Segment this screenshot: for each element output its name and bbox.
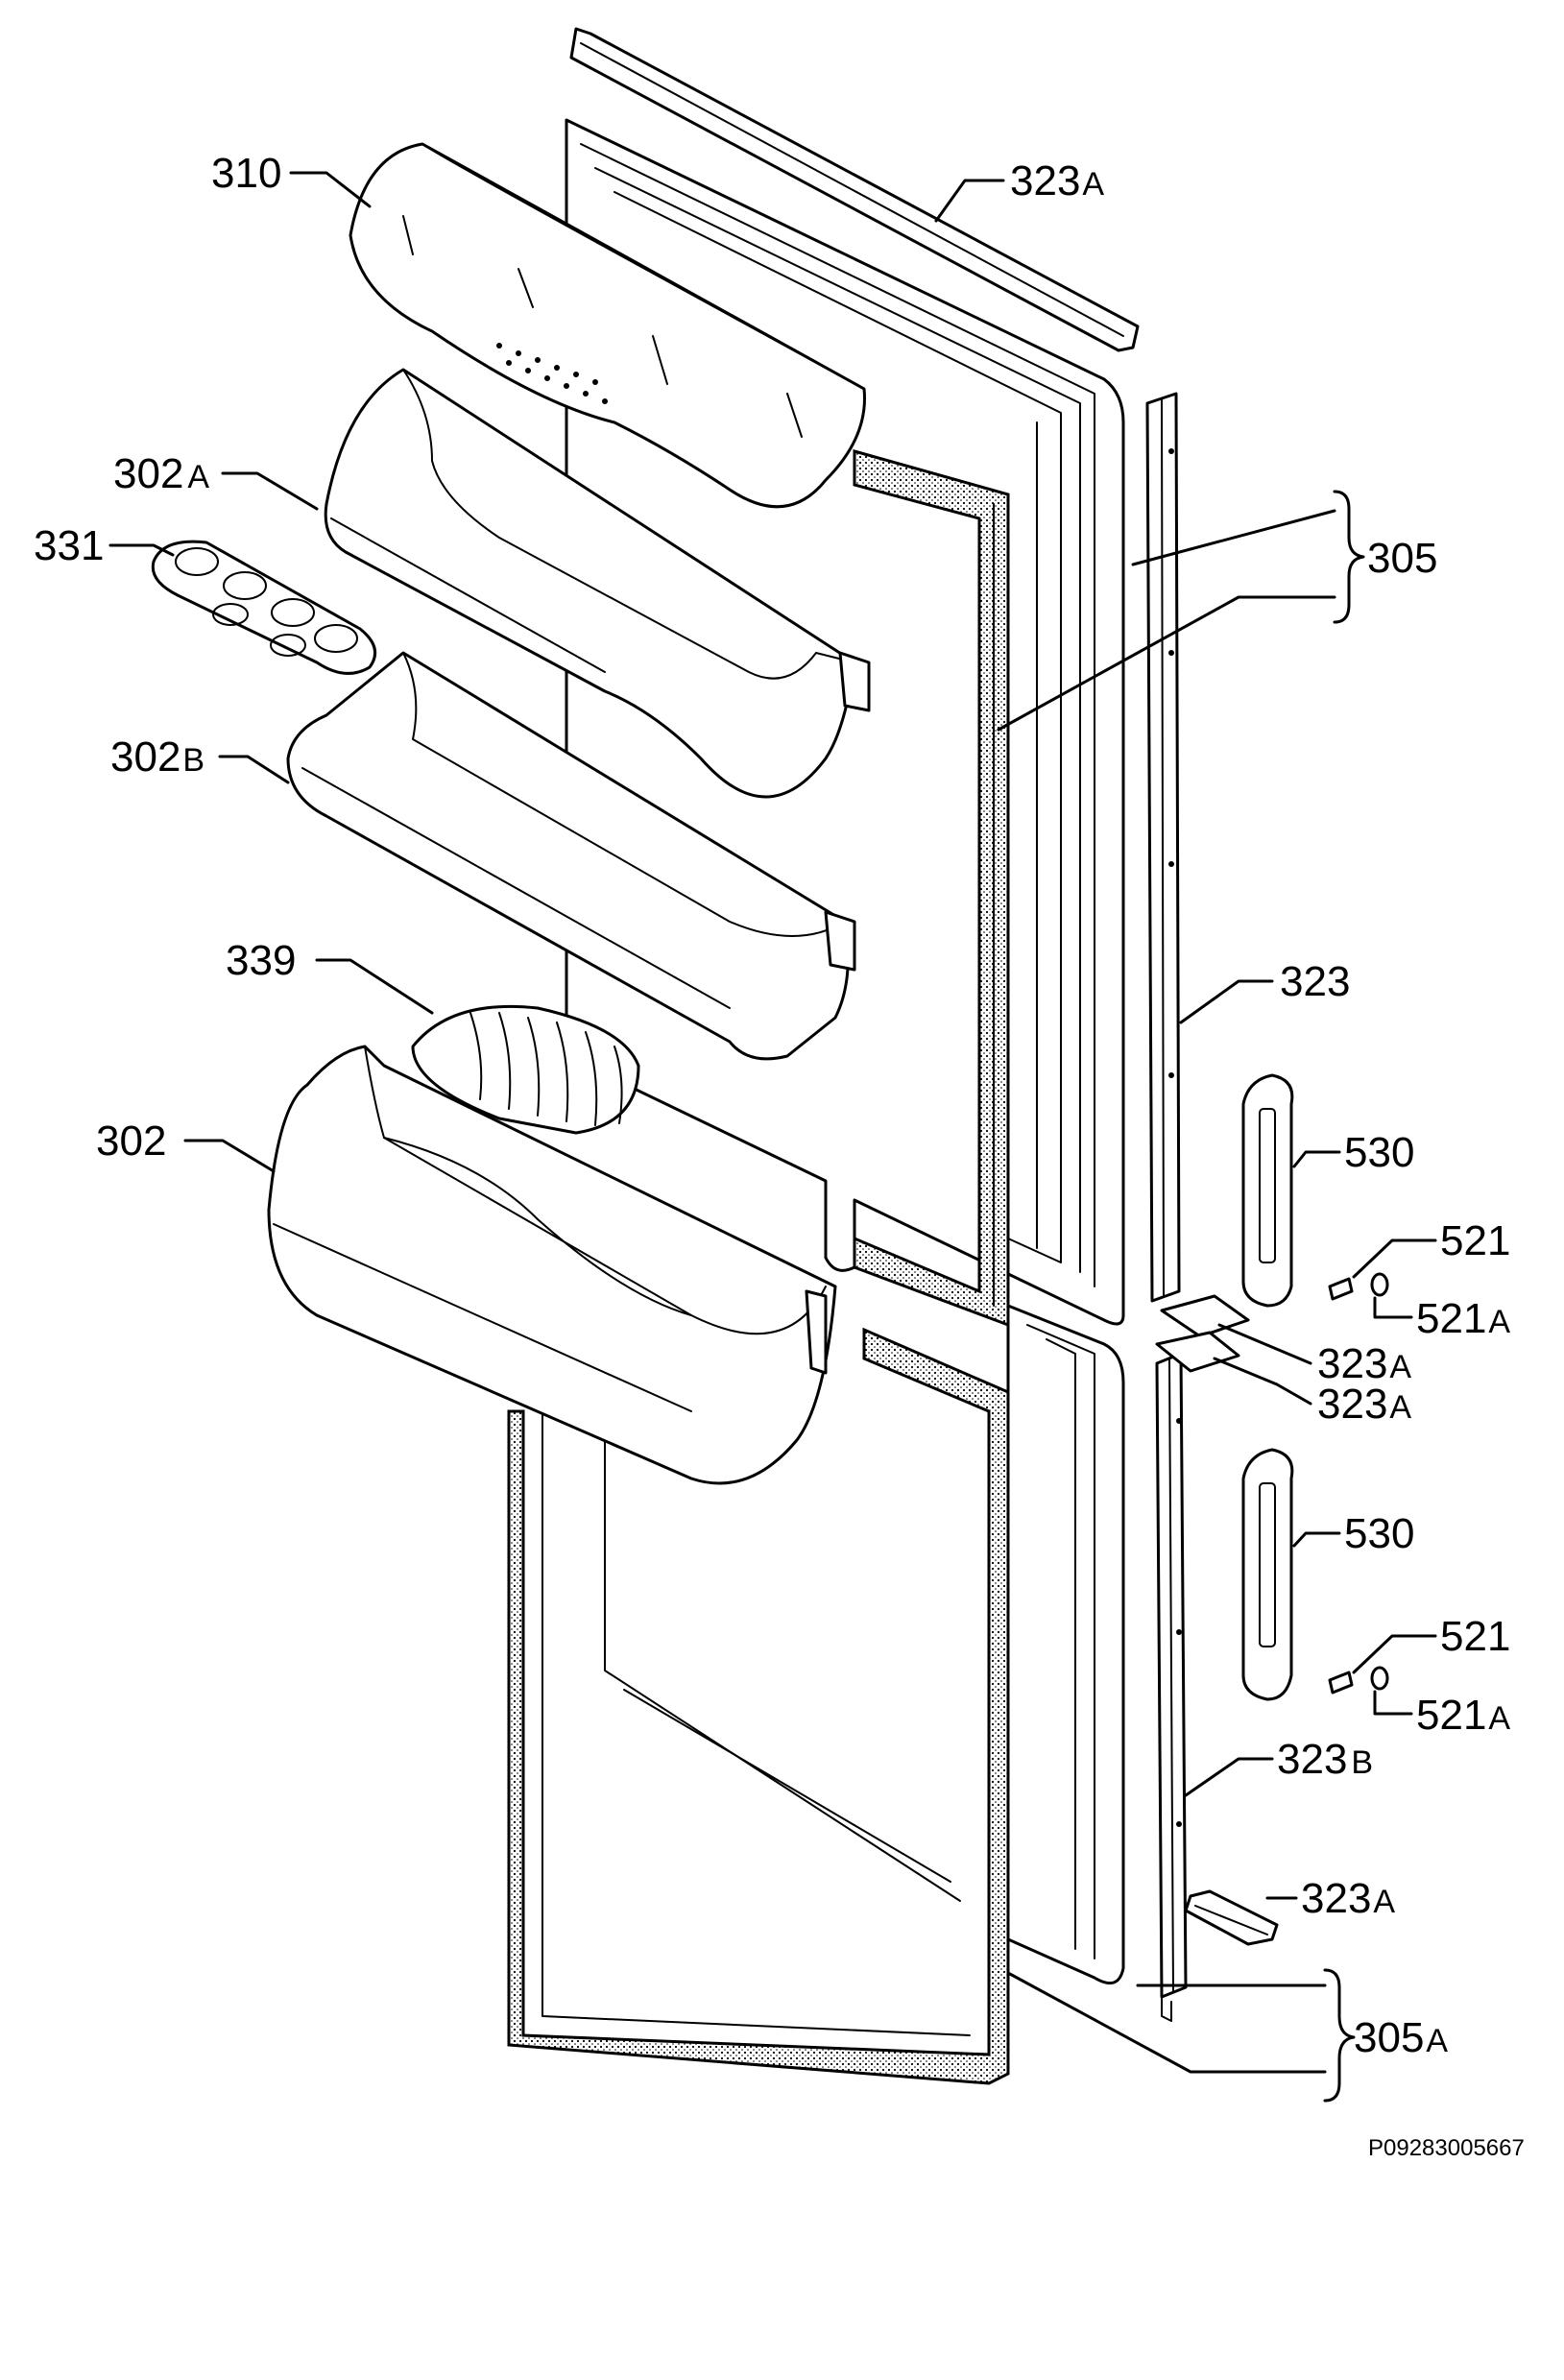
brace-305A <box>1323 1968 1356 2103</box>
label-530-bottom: 530 <box>1344 1510 1414 1557</box>
shelf-302A <box>324 368 871 799</box>
side-strip-upper <box>1145 392 1181 1303</box>
label-323A-top: 323A <box>1010 157 1104 204</box>
lower-door-gasket <box>507 1327 1010 2085</box>
label-331: 331 <box>34 522 104 569</box>
label-305A: 305A <box>1354 2014 1448 2061</box>
label-305: 305 <box>1367 535 1437 582</box>
label-302B: 302B <box>110 733 205 781</box>
label-339: 339 <box>226 937 296 984</box>
egg-tray-331 <box>151 540 377 675</box>
shelf-302B <box>286 651 856 1061</box>
bottom-clip <box>1184 1889 1279 1946</box>
label-530-top: 530 <box>1344 1129 1414 1176</box>
label-521A-bottom: 521A <box>1416 1692 1510 1739</box>
label-302: 302 <box>96 1118 166 1165</box>
handle-upper <box>1241 1073 1294 1308</box>
label-521A-top: 521A <box>1416 1295 1510 1342</box>
drawing-code: P09283005667 <box>1368 2135 1525 2161</box>
screws-washers <box>1328 1272 1389 1695</box>
shelf-cover-310 <box>349 142 866 509</box>
lower-door-frame <box>1006 1304 1125 1985</box>
upper-door-gasket <box>853 449 1010 1328</box>
label-323A-mid2: 323A <box>1317 1381 1411 1428</box>
label-521-bottom: 521 <box>1440 1613 1510 1660</box>
leader-lines <box>108 171 1437 2074</box>
label-323: 323 <box>1280 958 1350 1005</box>
label-310: 310 <box>211 150 281 197</box>
handle-lower <box>1241 1448 1294 1701</box>
bottle-shelf-302 <box>267 1045 837 1485</box>
brace-305 <box>1333 490 1365 624</box>
side-strip-lower <box>1155 1352 1188 2022</box>
label-323A-bottom: 323A <box>1301 1875 1395 1922</box>
top-cap-strip <box>569 27 1140 352</box>
label-323A-mid1: 323A <box>1317 1340 1411 1387</box>
butter-cover-339 <box>411 1004 640 1135</box>
label-521-top: 521 <box>1440 1217 1510 1264</box>
